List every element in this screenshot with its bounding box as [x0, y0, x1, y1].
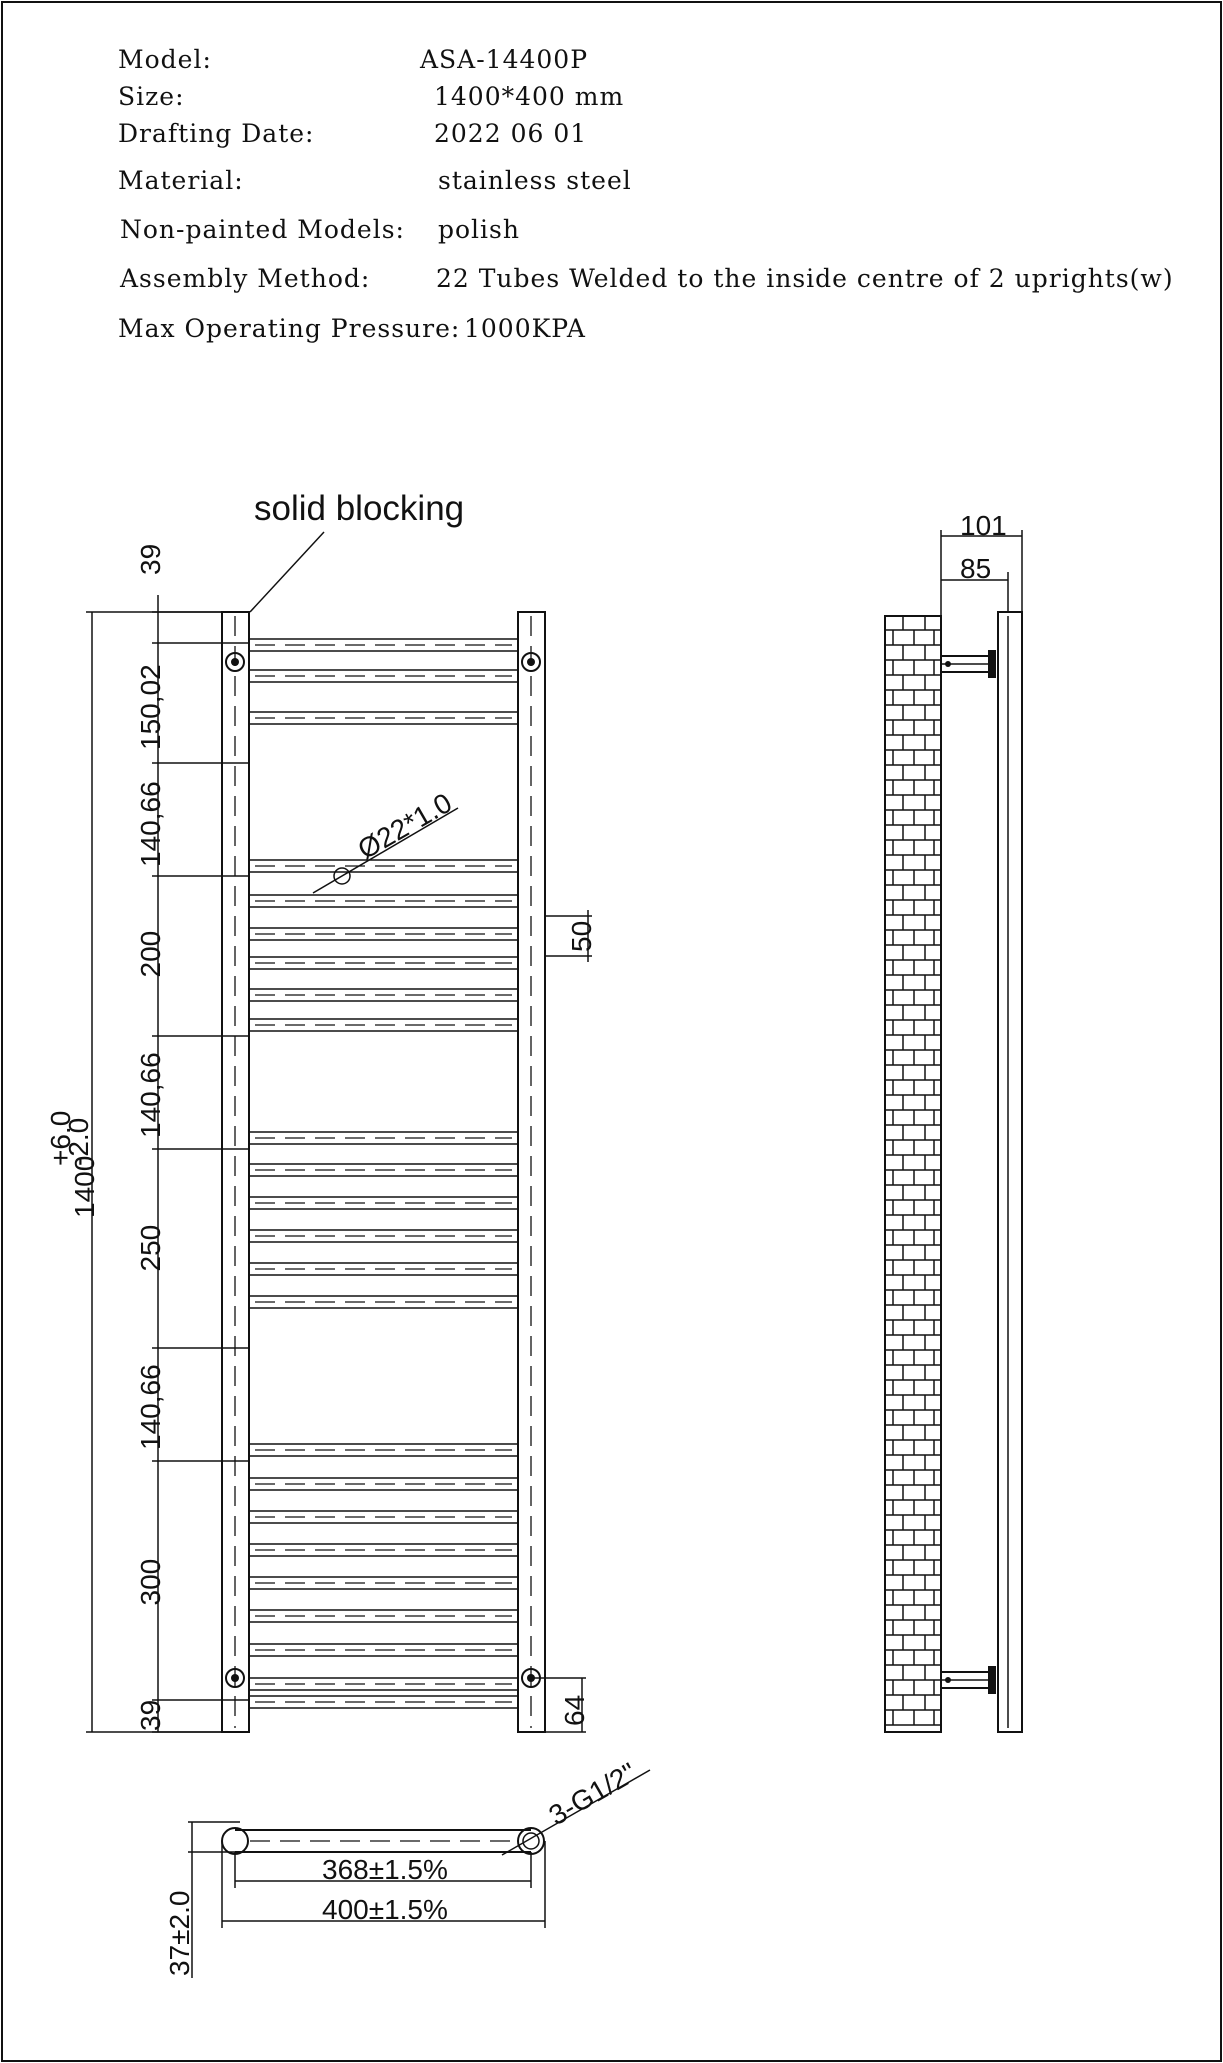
depth-inner-label: 85: [960, 553, 991, 584]
spec-value-finish: polish: [438, 215, 520, 244]
heating-tube: [249, 1643, 518, 1657]
front-view: solid blocking Ø22*1.0 1400 +6.0 -2.0 39…: [45, 489, 597, 1733]
spec-value-pressure: 1000KPA: [464, 314, 586, 343]
heating-tube: [249, 1543, 518, 1557]
pitch-label: 50: [566, 921, 597, 952]
height-tol-minus: -2.0: [63, 1118, 94, 1166]
heating-tube: [249, 1677, 518, 1691]
heating-tube: [249, 894, 518, 908]
heating-tube: [249, 1229, 518, 1243]
heating-tube: [249, 859, 518, 873]
segment-label: 39: [135, 1700, 166, 1731]
right-upright: [517, 611, 546, 1733]
heating-tube: [249, 1609, 518, 1623]
side-bracket-top: [940, 650, 996, 678]
heating-tube: [249, 1576, 518, 1590]
heating-tube: [249, 1443, 518, 1457]
wall-section: [884, 615, 942, 1733]
segment-label: 140,66: [135, 1364, 166, 1450]
heating-tube: [249, 988, 518, 1002]
bracket-boss-bottom-left: [225, 1668, 245, 1688]
spec-value-model: ASA-14400P: [419, 45, 588, 74]
spec-block: Model: ASA-14400P Size: 1400*400 mm Draf…: [118, 45, 1174, 343]
offset-label: 64: [559, 1695, 590, 1726]
projection-label: 37±2.0: [164, 1891, 195, 1976]
valve-leader: [501, 1769, 651, 1856]
height-tol-plus: +6.0: [45, 1111, 76, 1166]
heating-tube: [249, 1018, 518, 1032]
heating-tube: [249, 956, 518, 970]
spec-value-size: 1400*400 mm: [434, 82, 624, 111]
side-upright: [997, 611, 1023, 1733]
spec-label-assembly: Assembly Method:: [119, 264, 370, 293]
heating-tube: [249, 1477, 518, 1491]
spec-value-assembly: 22 Tubes Welded to the inside centre of …: [436, 264, 1174, 293]
bracket-boss-top-right: [521, 652, 541, 672]
tube-group: [249, 638, 518, 1709]
height-main-label: 1400: [69, 1156, 100, 1218]
heating-tube: [249, 927, 518, 941]
heating-tube: [249, 1163, 518, 1177]
plan-valve-right: [522, 1832, 540, 1850]
spec-label-finish: Non-painted Models:: [120, 215, 405, 244]
segment-label: 140,66: [135, 1052, 166, 1138]
depth-outer-label: 101: [960, 510, 1007, 541]
segment-label: 300: [135, 1559, 166, 1606]
heating-tube: [249, 1131, 518, 1145]
centres-label: 368±1.5%: [322, 1854, 448, 1885]
spec-value-material: stainless steel: [438, 166, 632, 195]
width-label: 400±1.5%: [322, 1894, 448, 1925]
callout-leader: [249, 531, 325, 613]
spec-label-date: Drafting Date:: [118, 119, 314, 148]
spec-label-material: Material:: [118, 166, 244, 195]
heating-tube: [249, 1510, 518, 1524]
callout-solid-blocking: solid blocking: [254, 489, 464, 528]
segment-label: 140,66: [135, 781, 166, 867]
bracket-boss-top-left: [225, 652, 245, 672]
heating-tube: [249, 711, 518, 725]
segment-label: 250: [135, 1225, 166, 1272]
heating-tube: [249, 1196, 518, 1210]
heating-tube: [249, 1295, 518, 1309]
heating-tube: [249, 638, 518, 652]
tube-dia-leader: [312, 807, 459, 894]
spec-value-date: 2022 06 01: [434, 119, 587, 148]
segment-label: 150,02: [135, 664, 166, 750]
heating-tube: [249, 1695, 518, 1709]
spec-label-pressure: Max Operating Pressure:: [118, 314, 460, 343]
heating-tube: [249, 1262, 518, 1276]
segment-label: 200: [135, 931, 166, 978]
wall-brick-hatch: [885, 615, 941, 1726]
segment-label: 39: [135, 544, 166, 575]
segment-chain: 39 150,02 140,66 200 140,66 250 140,66 300 39: [135, 544, 250, 1733]
side-view: 101 85: [884, 510, 1023, 1733]
heating-tube: [249, 669, 518, 683]
tube-dia-symbol: [333, 867, 351, 885]
side-bracket-bottom: [940, 1666, 996, 1694]
spec-label-size: Size:: [118, 82, 185, 111]
spec-label-model: Model:: [118, 45, 212, 74]
